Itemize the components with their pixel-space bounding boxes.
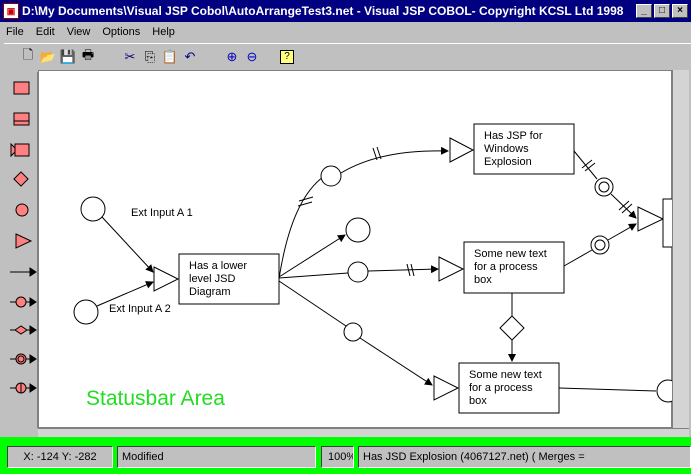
close-button[interactable]: × <box>672 4 688 18</box>
app-icon: ▣ <box>3 3 19 19</box>
zoom-in-icon[interactable]: ⊕ <box>226 48 238 64</box>
menu-edit[interactable]: Edit <box>35 25 55 38</box>
box-process-1-text: Some new text <box>474 248 547 260</box>
undo-icon[interactable]: ↶ <box>184 48 196 64</box>
maximize-button[interactable]: □ <box>654 4 670 18</box>
print-icon[interactable]: 🖶 <box>81 46 95 62</box>
status-info: Has JSD Explosion (4067127.net) ( Merges… <box>358 446 691 468</box>
box-process-2-text: box <box>469 395 487 407</box>
title-bar: ▣ D:\My Documents\Visual JSP Cobol\AutoA… <box>0 0 691 22</box>
connector-node <box>343 322 363 342</box>
box-jsp-text: Windows <box>484 143 529 155</box>
window-title: D:\My Documents\Visual JSP Cobol\AutoArr… <box>22 4 624 18</box>
status-bar: X: -124 Y: -282 Modified 100% Has JSD Ex… <box>0 437 691 474</box>
new-file-icon[interactable]: 🗋 <box>22 46 34 62</box>
menu-options[interactable]: Options <box>102 25 141 38</box>
circle-connector-tool-icon[interactable] <box>10 296 37 308</box>
open-folder-icon[interactable]: 📂 <box>39 48 57 64</box>
box-process-2[interactable] <box>458 362 560 414</box>
box-process-2-text: for a process <box>469 382 533 394</box>
box-main-text: Diagram <box>189 286 231 298</box>
connector <box>340 146 449 174</box>
box-main-text: level JSD <box>189 273 236 285</box>
cut-icon[interactable]: ✂ <box>124 48 136 64</box>
connector <box>101 216 154 273</box>
help-icon[interactable]: ? <box>280 49 294 64</box>
shape-palette <box>4 72 38 428</box>
box-jsp[interactable] <box>473 123 575 175</box>
double-circle-connector-tool-icon[interactable] <box>10 353 37 365</box>
box-process-1-text: box <box>474 274 492 286</box>
triangle-tool-icon[interactable] <box>15 233 33 249</box>
ext-input-2-label: Ext Input A 2 <box>109 303 171 315</box>
diagram-canvas[interactable]: Ext Input A 1 Ext Input A 2 Has a lower … <box>38 70 684 428</box>
diamond-node <box>499 315 525 341</box>
ext-input-1-label: Ext Input A 1 <box>131 207 193 219</box>
connector <box>96 281 154 307</box>
toolbar: 🗋 📂 💾 🖶 ✂ ⎘ 📋 ↶ ⊕ ⊖ ? <box>4 43 691 69</box>
box-main-text: Has a lower <box>189 260 247 272</box>
arrow-tool-icon[interactable] <box>10 267 37 277</box>
input-triangle <box>153 266 180 292</box>
paste-icon[interactable]: 📋 <box>161 48 179 64</box>
split-circle-connector-tool-icon[interactable] <box>10 382 37 394</box>
statusbar-area-annotation: Statusbar Area <box>86 387 225 410</box>
connector-node <box>347 261 369 283</box>
connector-node <box>320 165 342 187</box>
box-jsp-text: Explosion <box>484 156 532 168</box>
ext-input-2-node[interactable] <box>73 299 99 325</box>
zoom-out-icon[interactable]: ⊖ <box>246 48 258 64</box>
menu-view[interactable]: View <box>66 25 91 38</box>
split-box-tool-icon[interactable] <box>13 112 30 126</box>
copy-icon[interactable]: ⎘ <box>144 48 156 64</box>
box-process-1[interactable] <box>463 241 565 294</box>
box-process-1-text: for a process <box>474 261 538 273</box>
status-zoom: 100% <box>321 446 354 468</box>
menu-help[interactable]: Help <box>152 25 175 38</box>
save-icon[interactable]: 💾 <box>59 48 77 64</box>
diagram: Ext Input A 1 Ext Input A 2 Has a lower … <box>73 123 684 414</box>
io-box-tool-icon[interactable] <box>10 142 30 158</box>
status-coordinates: X: -124 Y: -282 <box>7 446 113 468</box>
diamond-connector-tool-icon[interactable] <box>10 325 37 335</box>
vertical-scrollbar[interactable] <box>672 70 689 428</box>
circle-tool-icon[interactable] <box>15 203 29 217</box>
process-box-tool-icon[interactable] <box>13 81 30 95</box>
palette-icons <box>10 81 37 394</box>
ext-input-1-node[interactable] <box>80 196 106 222</box>
status-modified: Modified <box>117 446 316 468</box>
minimize-button[interactable]: _ <box>636 4 652 18</box>
horizontal-scrollbar[interactable] <box>38 428 689 437</box>
box-process-2-text: Some new text <box>469 369 542 381</box>
menu-bar: File Edit View Options Help <box>0 22 691 41</box>
box-jsp-text: Has JSP for <box>484 130 543 142</box>
connector-node <box>345 217 371 243</box>
connector <box>278 176 324 280</box>
menu-file[interactable]: File <box>6 25 24 38</box>
diamond-tool-icon[interactable] <box>13 171 29 187</box>
